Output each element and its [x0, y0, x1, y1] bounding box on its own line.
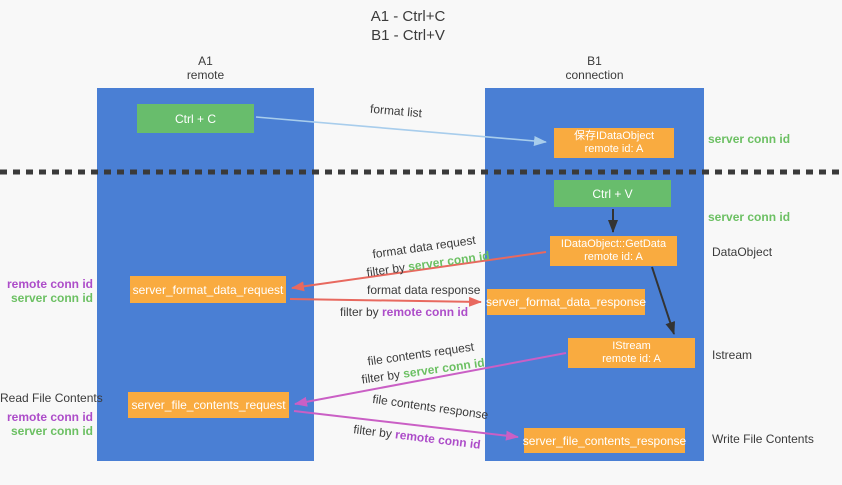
node-server-format-data-response: server_format_data_response	[485, 289, 647, 315]
node-server-file-contents-response: server_file_contents_response	[522, 428, 687, 453]
file-request-label: server_file_contents_request	[131, 398, 286, 412]
edge-label-file-contents-response: file contents response	[371, 391, 490, 423]
page-title: A1 - Ctrl+C B1 - Ctrl+V	[298, 7, 518, 45]
title-line-2: B1 - Ctrl+V	[371, 27, 445, 44]
save-dataobject-line1: 保存IDataObject	[573, 130, 655, 142]
node-istream: IStream remote id: A	[568, 338, 695, 368]
annotation-server-conn-id-file: server conn id	[10, 424, 93, 438]
annotation-server-conn-id-format: server conn id	[10, 291, 93, 305]
edge-label-filter-remote-format: filter by remote conn id	[340, 305, 468, 319]
title-line-1: A1 - Ctrl+C	[370, 8, 446, 25]
lane-b1-subtitle: connection	[565, 68, 624, 82]
edge-label-format-list: format list	[369, 101, 423, 121]
edge-label-format-data-response: format data response	[367, 283, 481, 297]
remote-conn-id-text: remote conn id	[382, 305, 469, 319]
annotation-server-conn-id-mid: server conn id	[708, 210, 791, 224]
lane-a1-name: A1	[198, 54, 213, 68]
format-request-label: server_format_data_request	[132, 282, 284, 297]
node-server-format-data-request: server_format_data_request	[130, 276, 286, 303]
file-response-label: server_file_contents_response	[522, 433, 687, 448]
format-response-label: server_format_data_response	[485, 295, 647, 309]
node-server-file-contents-request: server_file_contents_request	[128, 392, 289, 418]
lane-b1-name: B1	[587, 54, 602, 68]
filter-by-text: filter by	[352, 422, 397, 442]
getdata-line1: IDataObject::GetData	[560, 238, 667, 250]
format-data-response-arrow	[289, 296, 482, 307]
filter-by-text: filter by	[360, 366, 405, 387]
istream-line1: IStream	[612, 340, 651, 352]
ctrl-c-label: Ctrl + C	[174, 111, 216, 126]
filter-by-text: filter by	[340, 305, 383, 319]
lane-header-b1: B1 connection	[485, 54, 704, 82]
istream-line2: remote id: A	[602, 353, 661, 365]
filter-by-text: filter by	[365, 259, 410, 280]
getdata-line2: remote id: A	[584, 251, 643, 263]
remote-conn-id-text: remote conn id	[394, 427, 482, 452]
annotation-remote-conn-id-file: remote conn id	[6, 410, 93, 424]
annotation-server-conn-id-top: server conn id	[708, 132, 791, 146]
node-save-dataobject: 保存IDataObject remote id: A	[554, 128, 674, 158]
node-ctrl-c: Ctrl + C	[137, 104, 254, 133]
edge-label-filter-remote-file: filter by remote conn id	[353, 422, 482, 451]
lane-header-a1: A1 remote	[97, 54, 314, 82]
ctrl-v-label: Ctrl + V	[592, 186, 633, 201]
node-ctrl-v: Ctrl + V	[554, 180, 671, 207]
annotation-write-file-contents: Write File Contents	[712, 432, 814, 446]
node-idataobject-getdata: IDataObject::GetData remote id: A	[550, 236, 677, 266]
annotation-read-file-contents: Read File Contents	[0, 391, 103, 405]
annotation-remote-conn-id-format: remote conn id	[6, 277, 93, 291]
annotation-istream: Istream	[712, 348, 753, 362]
annotation-dataobject: DataObject	[712, 245, 773, 259]
lane-a1-subtitle: remote	[186, 68, 225, 82]
save-dataobject-line2: remote id: A	[584, 143, 644, 155]
